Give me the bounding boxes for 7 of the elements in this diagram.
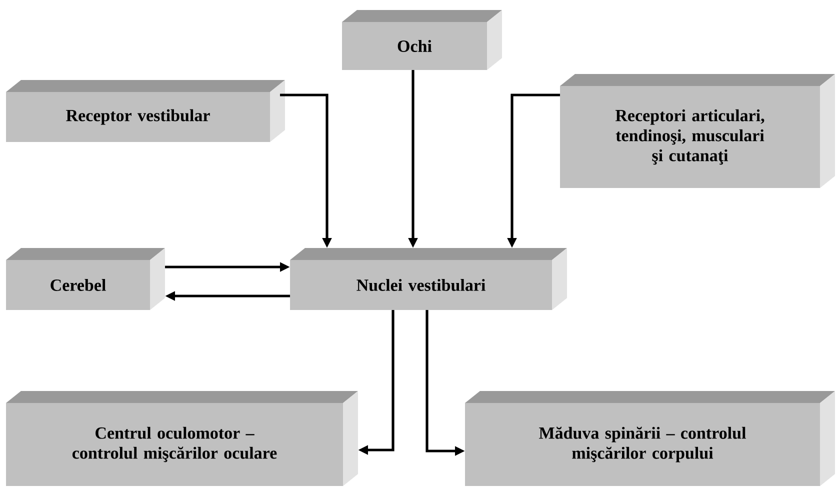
process-box: Receptor vestibular [6,80,285,142]
process-box: Ochi [342,10,502,70]
process-box: Centrul oculomotor – controlul mişcărilor oculare [6,391,358,486]
process-box: Măduva spinării – controlul mişcărilor corpului [465,391,835,486]
process-box: Nuclei vestibulari [290,248,567,310]
process-box: Cerebel [6,248,165,310]
process-box: Receptori articulari, tendinoşi, musculari şi cutanaţi [560,74,835,188]
